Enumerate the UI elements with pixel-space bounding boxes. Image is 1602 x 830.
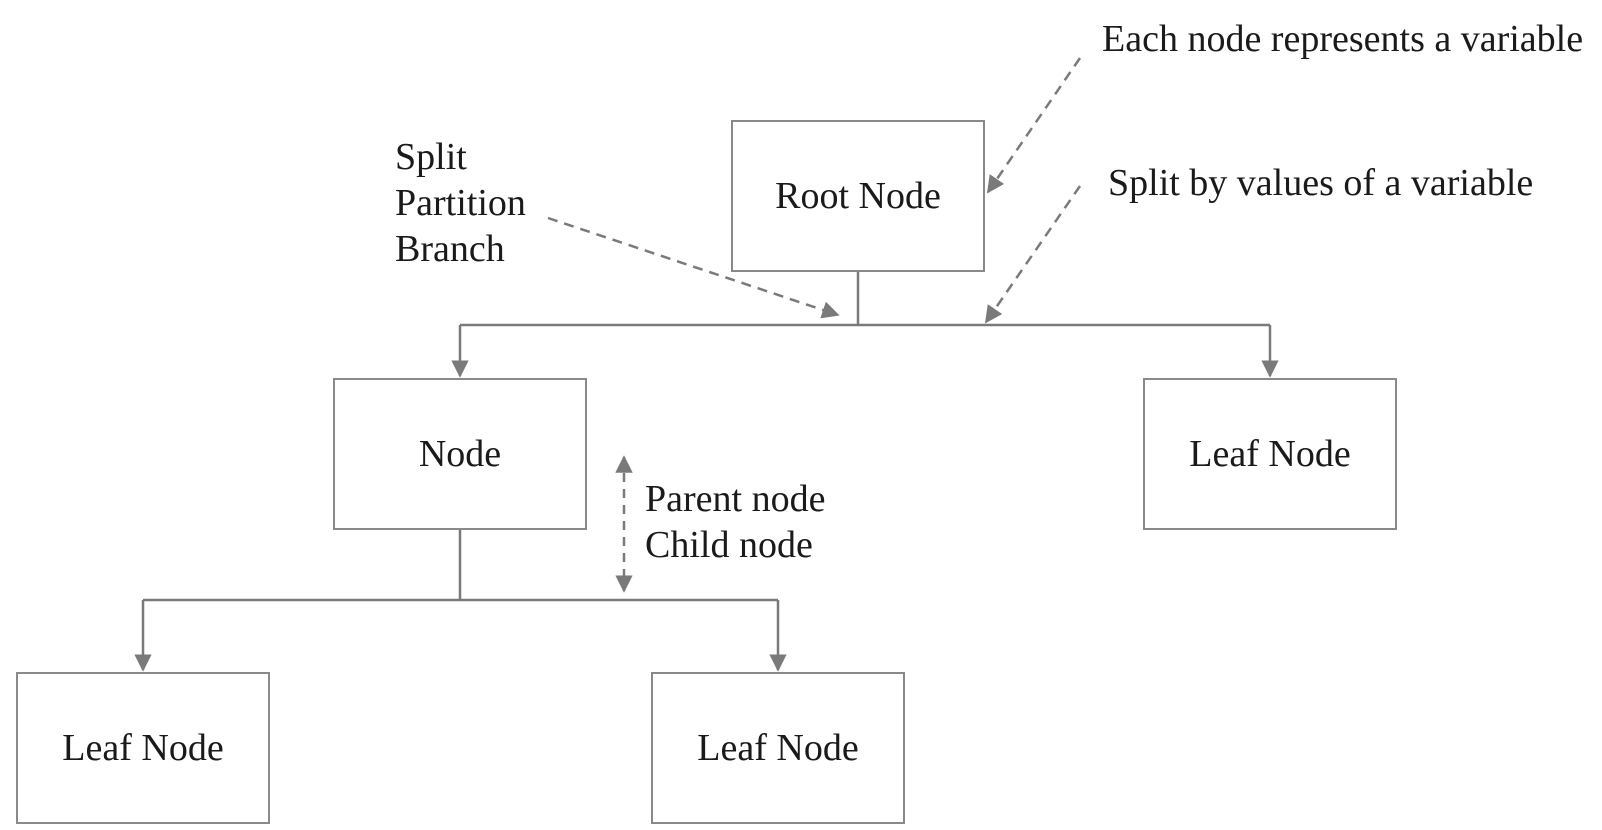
leaf-node-bottom-left-label: Leaf Node <box>62 727 224 769</box>
internal-node-label: Node <box>418 433 502 475</box>
annotation-parent-node: Parent node <box>645 478 826 520</box>
root-node: Root Node <box>731 120 985 272</box>
leaf-node-bottom-left: Leaf Node <box>16 672 270 824</box>
leaf-node-right-label: Leaf Node <box>1189 433 1351 475</box>
root-node-label: Root Node <box>775 175 941 217</box>
leaf-node-bottom-middle: Leaf Node <box>651 672 905 824</box>
annotation-partition-term: Partition <box>395 182 526 224</box>
annotation-branch-term: Branch <box>395 228 505 270</box>
annotation-child-node: Child node <box>645 524 813 566</box>
annotation-node-variable: Each node represents a variable <box>1102 18 1584 60</box>
annotation-relation-terms: Parent node Child node <box>645 476 825 568</box>
annotation-split-values: Split by values of a variable <box>1108 162 1534 204</box>
annotation-split-terms: Split Partition Branch <box>395 134 526 272</box>
internal-node: Node <box>333 378 587 530</box>
leaf-node-right: Leaf Node <box>1143 378 1397 530</box>
dashed-arrow-node-variable <box>986 57 1082 194</box>
dashed-arrow-split-values <box>984 185 1082 324</box>
annotation-split-term: Split <box>395 136 467 178</box>
leaf-node-bottom-middle-label: Leaf Node <box>697 727 859 769</box>
